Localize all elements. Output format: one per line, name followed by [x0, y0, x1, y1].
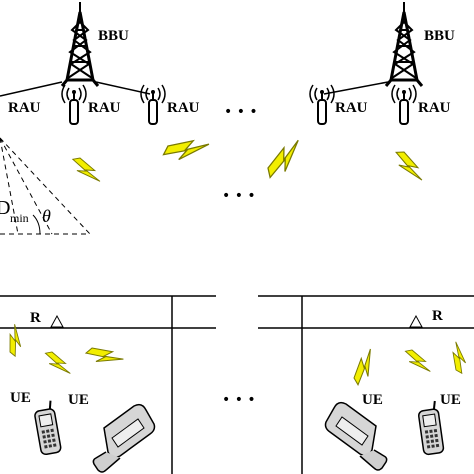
wireless-link-icon — [162, 131, 210, 168]
bbu-left-group: BBU — [0, 0, 151, 97]
wireless-link-icon — [72, 152, 101, 189]
rau-antenna-icon — [140, 84, 166, 125]
user-phone-icon — [324, 401, 388, 471]
theta-label: θ — [42, 206, 51, 226]
relay-icon — [50, 314, 64, 328]
angle-arc — [32, 214, 41, 235]
fronthaul-link — [0, 81, 63, 97]
relay-label-left: R — [30, 310, 41, 326]
wireless-link-icon — [0, 323, 30, 357]
rau-left-group: RAU RAU RAU — [8, 84, 200, 125]
ellipsis-bottom: • • • — [222, 392, 256, 408]
coverage-edge-line — [0, 137, 91, 235]
rau-label-2: RAU — [88, 100, 121, 116]
bbu-right-group: BBU — [323, 0, 455, 95]
wireless-link-icon — [395, 147, 423, 185]
rau-label-3: RAU — [167, 100, 200, 116]
coverage-edge-line — [0, 137, 53, 235]
bbu-label-right: BBU — [424, 28, 455, 44]
bbu-tower-right-icon — [384, 0, 424, 88]
user-phone-icon — [92, 403, 156, 473]
ue-label-2: UE — [68, 392, 89, 408]
dmin-label: D — [0, 197, 10, 219]
ellipsis-top: • • • — [224, 104, 258, 120]
wireless-link-icon — [344, 348, 384, 386]
ue-label-4: UE — [440, 392, 461, 408]
rau-antenna-icon — [391, 84, 417, 125]
bbu-tower-left-icon — [60, 0, 100, 88]
relay-label-right: R — [432, 308, 443, 324]
ue-label-1: UE — [10, 390, 31, 406]
user-phone-icon — [415, 399, 446, 456]
user-phone-icon — [31, 399, 63, 457]
rau-label-4: RAU — [335, 100, 368, 116]
fronthaul-link — [323, 81, 389, 95]
room-left: R UE UE — [0, 295, 216, 474]
rau-label-5: RAU — [418, 100, 451, 116]
room-right: R UE UE — [258, 295, 474, 474]
wireless-link-icon — [44, 347, 71, 380]
wireless-link-icon — [260, 139, 308, 179]
rau-antenna-icon — [61, 84, 87, 125]
coverage-geometry: D min θ — [0, 137, 91, 235]
coverage-edge-line — [0, 137, 19, 235]
ellipsis-middle: • • • — [222, 188, 256, 204]
dmin-subscript: min — [10, 211, 29, 225]
wireless-link-icon — [445, 341, 472, 374]
wireless-link-icon — [85, 337, 124, 375]
bbu-label-left: BBU — [98, 28, 129, 44]
rau-label-1: RAU — [8, 100, 41, 116]
relay-icon — [409, 314, 423, 328]
wireless-link-icon — [404, 345, 431, 378]
rau-right-group: RAU RAU — [309, 84, 451, 125]
rau-antenna-icon — [309, 84, 335, 125]
ue-label-3: UE — [362, 392, 383, 408]
